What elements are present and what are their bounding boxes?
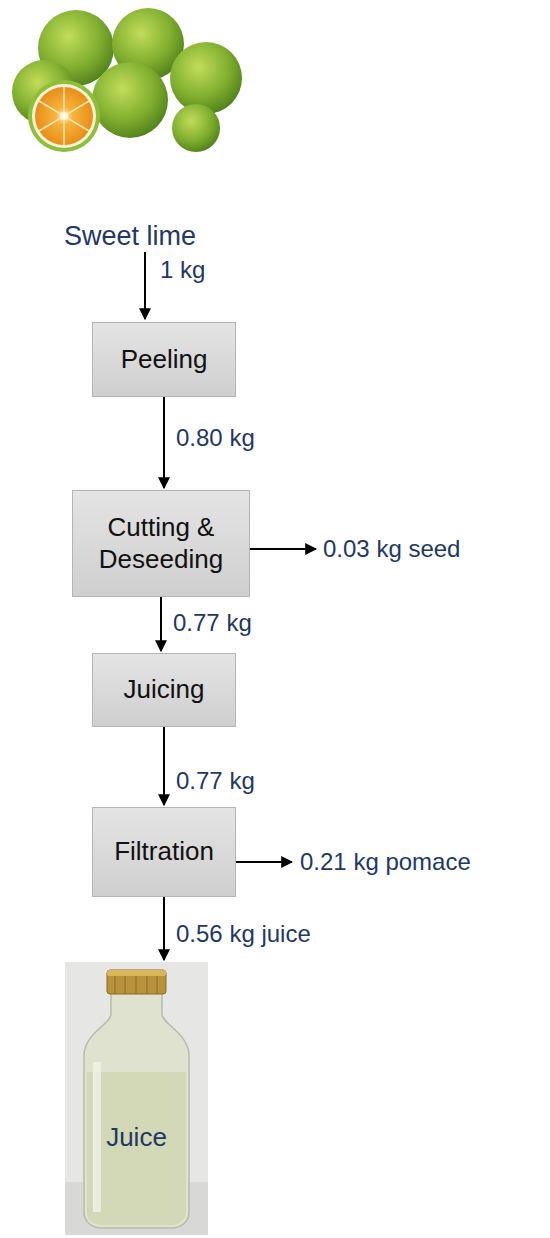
process-name: Juicing (124, 674, 205, 705)
mass-label: 0.56 kg juice (176, 920, 311, 949)
flow-arrow (163, 727, 165, 805)
process-name: Cutting & Deseeding (87, 512, 235, 574)
flow-arrow (163, 897, 165, 960)
bottle-picture (65, 962, 208, 1235)
mass-label: 0.80 kg (176, 424, 255, 453)
flow-arrow (160, 597, 162, 651)
byproduct-label: 0.21 kg pomace (300, 848, 471, 877)
sweet-lime-picture (12, 8, 242, 152)
process-box: Peeling (92, 322, 236, 397)
source-label: Sweet lime (30, 220, 230, 252)
pomace-arrow (236, 861, 292, 863)
process-name: Peeling (121, 344, 208, 375)
byproduct-label: 0.03 kg seed (323, 535, 460, 564)
mass-label: 0.77 kg (176, 767, 255, 796)
input-arrow (144, 252, 146, 319)
process-box: Cutting & Deseeding (72, 490, 250, 597)
seed-arrow (250, 548, 316, 550)
process-name: Filtration (114, 836, 214, 867)
flow-arrow (163, 397, 165, 488)
process-name: Juice (106, 1122, 167, 1152)
mass-label: 1 kg (160, 256, 205, 285)
mass-label: 0.77 kg (173, 609, 252, 638)
process-box: Juicing (92, 653, 236, 727)
product-bottle: Juice (65, 962, 208, 1235)
process-box: Filtration (92, 807, 236, 897)
